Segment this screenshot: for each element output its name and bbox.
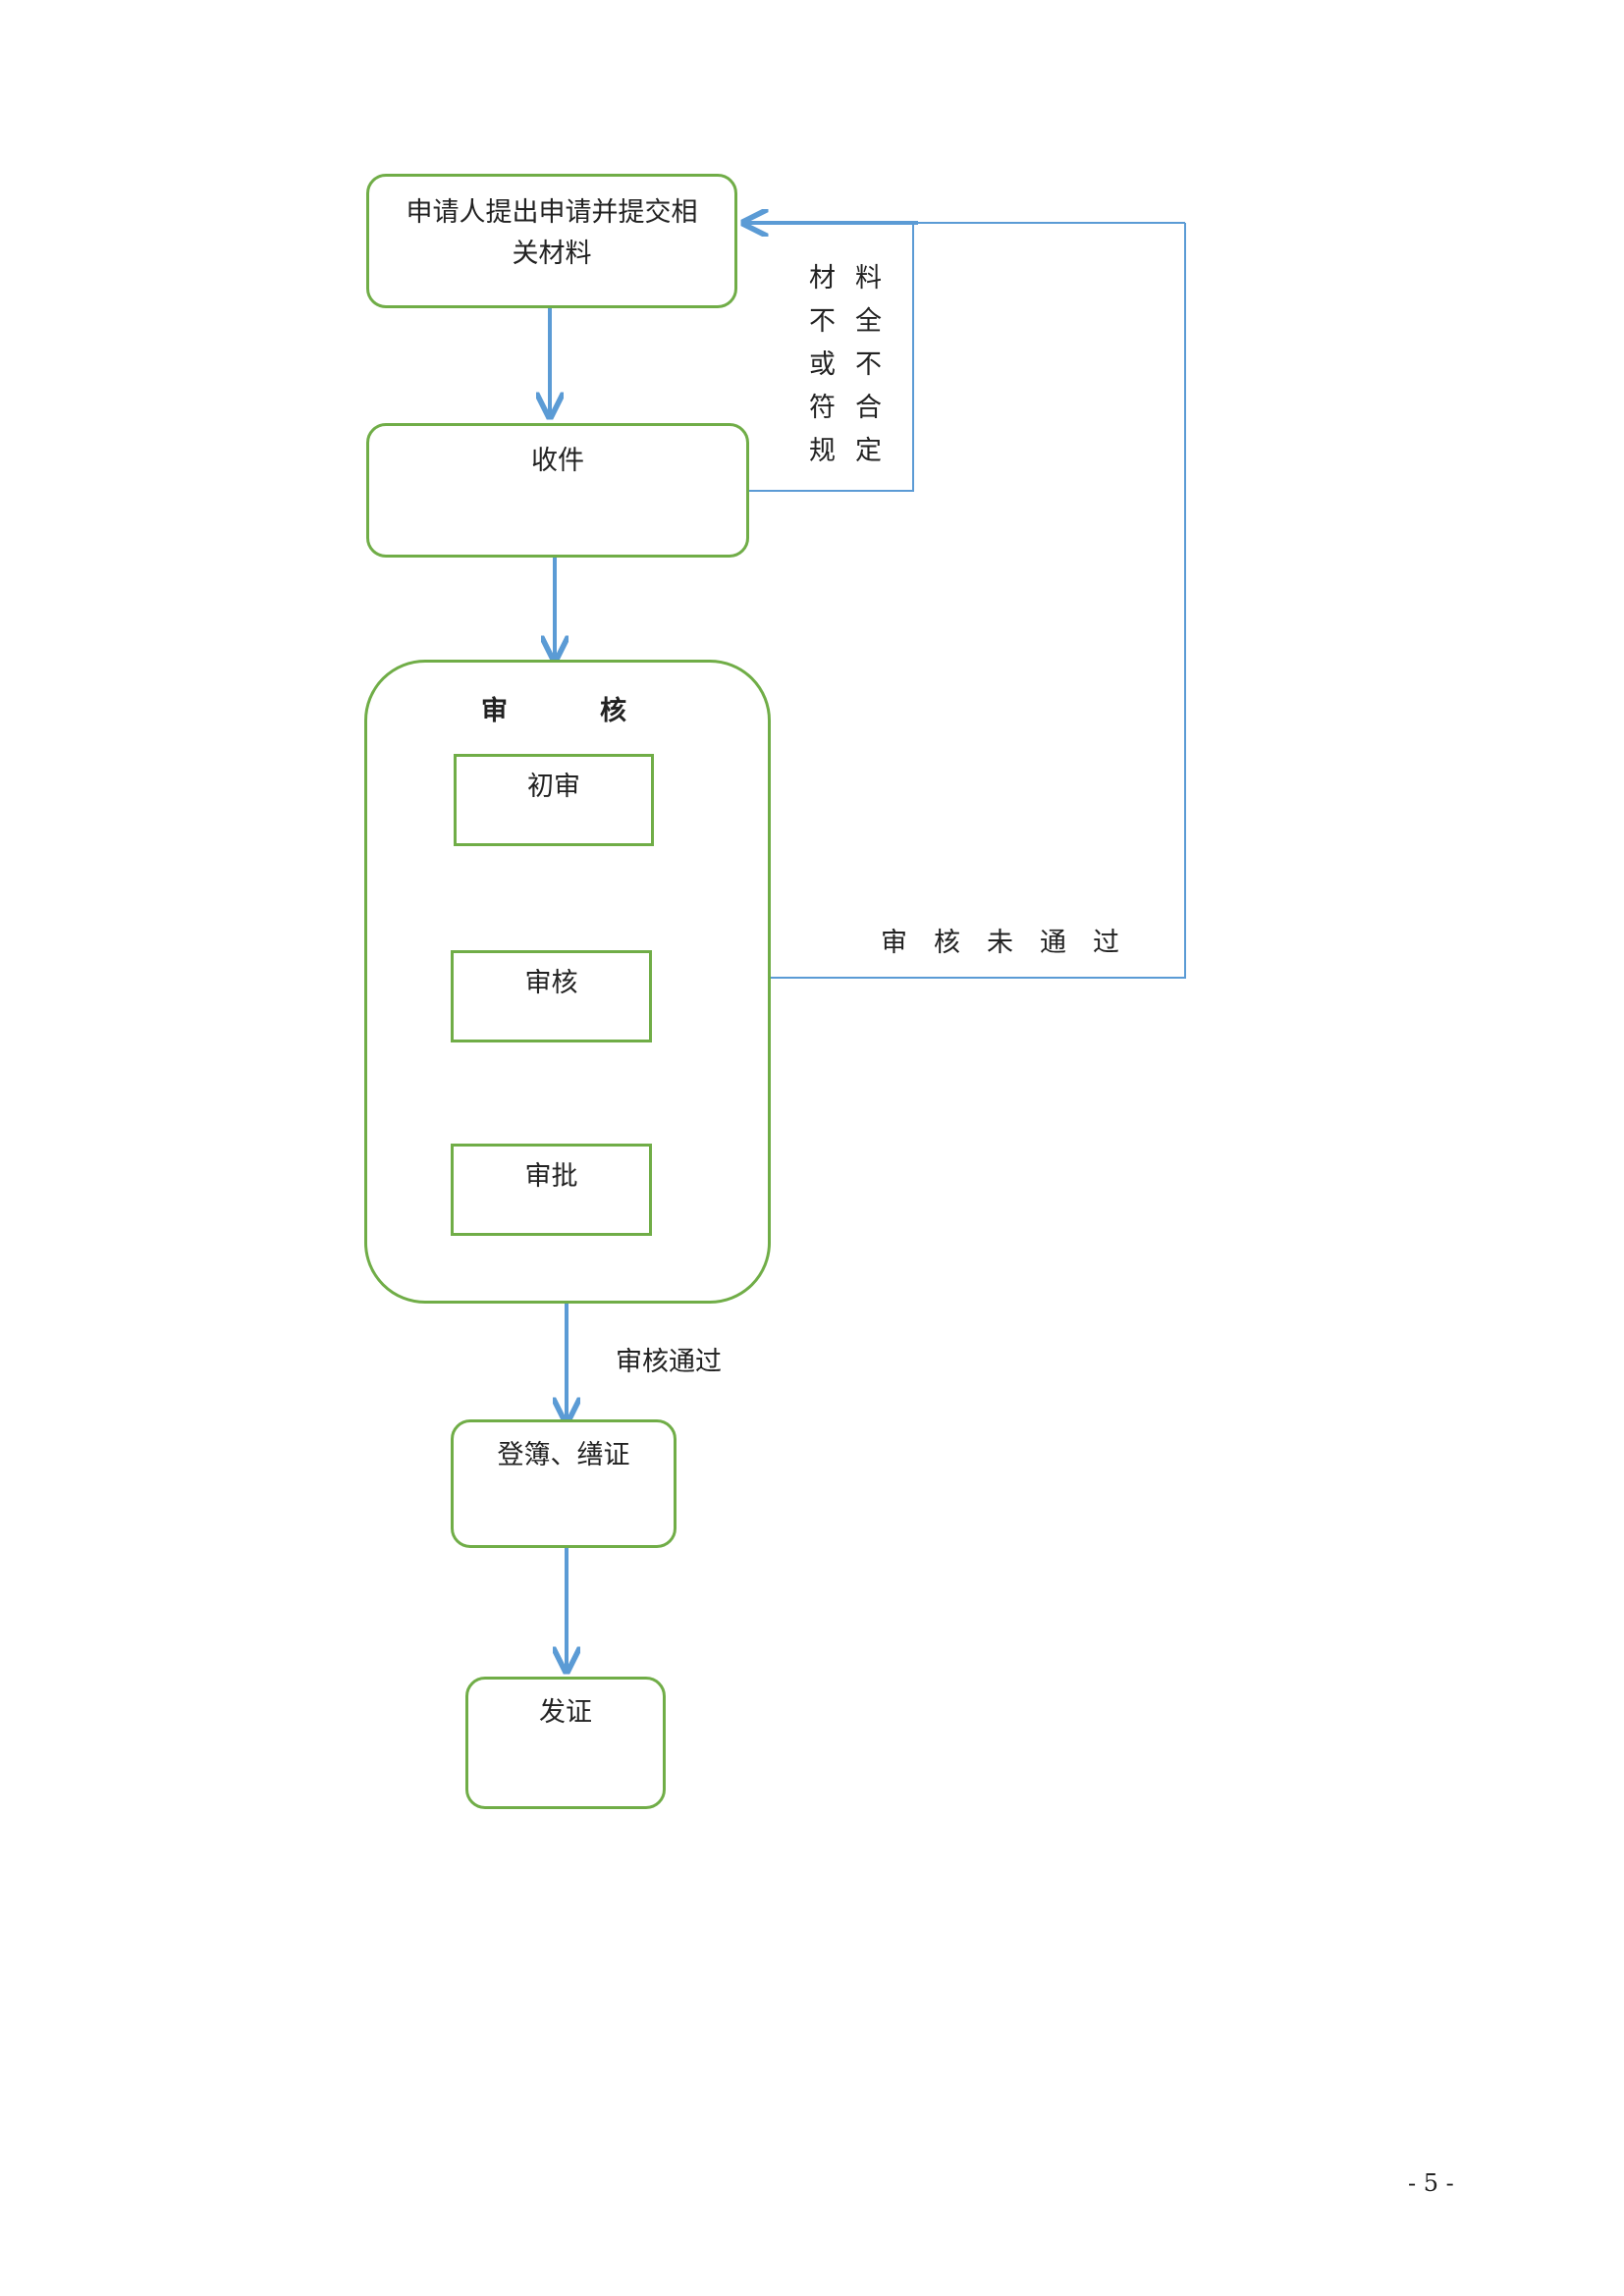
page-number: - 5 - (1408, 2169, 1454, 2197)
materials-char: 符 (809, 393, 836, 423)
materials-char: 不 (809, 306, 836, 337)
initial-review-label: 初审 (527, 772, 580, 802)
materials-char: 合 (855, 393, 882, 423)
review-group-title-left: 审 (481, 696, 508, 726)
materials-char: 材 (809, 263, 836, 294)
materials-incomplete-annotation: 材 不 或 符 规 料 全 不 合 定 (809, 257, 882, 473)
materials-char: 或 (809, 349, 836, 380)
loop-review-failed (769, 223, 1186, 979)
materials-incomplete-col2: 料 全 不 合 定 (855, 257, 882, 473)
apply-label-line2: 关材料 (512, 239, 592, 269)
materials-char: 不 (855, 349, 882, 380)
initial-review-box (454, 754, 654, 846)
apply-label-line1: 申请人提出申请并提交相 (406, 197, 698, 228)
review-group-title-right: 核 (600, 696, 626, 726)
approval-box (451, 1144, 652, 1236)
materials-char: 全 (855, 306, 882, 337)
materials-char: 定 (855, 436, 882, 466)
materials-char: 规 (809, 436, 836, 466)
loop-materials-incomplete (747, 223, 914, 492)
review-box (451, 950, 652, 1042)
apply-label: 申请人提出申请并提交相 关材料 (366, 192, 737, 275)
materials-incomplete-col1: 材 不 或 符 规 (809, 257, 836, 473)
issue-box (465, 1677, 666, 1809)
receive-label: 收件 (531, 446, 584, 476)
apply-box (366, 174, 737, 308)
register-box (451, 1419, 677, 1548)
approval-label: 审批 (524, 1161, 578, 1192)
register-label: 登簿、缮证 (497, 1440, 630, 1470)
review-label: 审核 (524, 968, 578, 998)
issue-label: 发证 (539, 1697, 592, 1728)
receive-box (366, 423, 749, 558)
review-failed-label: 审核未通过 (881, 928, 1146, 958)
review-passed-label: 审核通过 (616, 1347, 722, 1377)
materials-char: 料 (855, 263, 882, 294)
